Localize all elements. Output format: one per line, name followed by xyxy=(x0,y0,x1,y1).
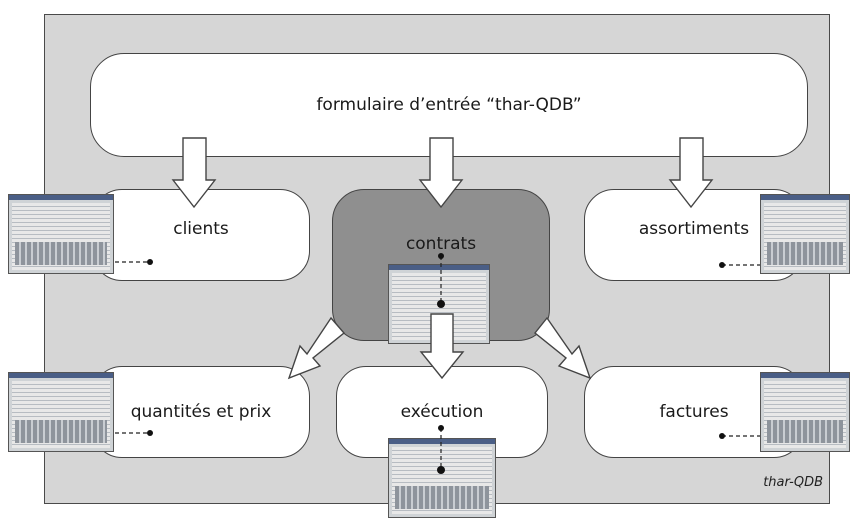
quantites-label: quantités et prix xyxy=(130,402,272,422)
quantites-screenshot-thumbnail xyxy=(8,372,114,452)
entry-form-box: formulaire d’entrée “thar-QDB” xyxy=(90,53,808,157)
clients-box: clients xyxy=(92,189,310,281)
assortiments-label: assortiments xyxy=(638,219,750,239)
quantites-box: quantités et prix xyxy=(92,366,310,458)
contrats-label: contrats xyxy=(405,234,477,254)
execution-label: exécution xyxy=(400,402,484,422)
watermark: thar-QDB xyxy=(763,475,823,490)
factures-label: factures xyxy=(659,402,729,422)
contrats-screenshot-thumbnail xyxy=(388,264,490,344)
clients-screenshot-thumbnail xyxy=(8,194,114,274)
execution-screenshot-thumbnail xyxy=(388,438,496,518)
assortiments-screenshot-thumbnail xyxy=(760,194,850,274)
entry-form-label: formulaire d’entrée “thar-QDB” xyxy=(316,95,582,115)
factures-screenshot-thumbnail xyxy=(760,372,850,452)
clients-label: clients xyxy=(173,219,229,239)
